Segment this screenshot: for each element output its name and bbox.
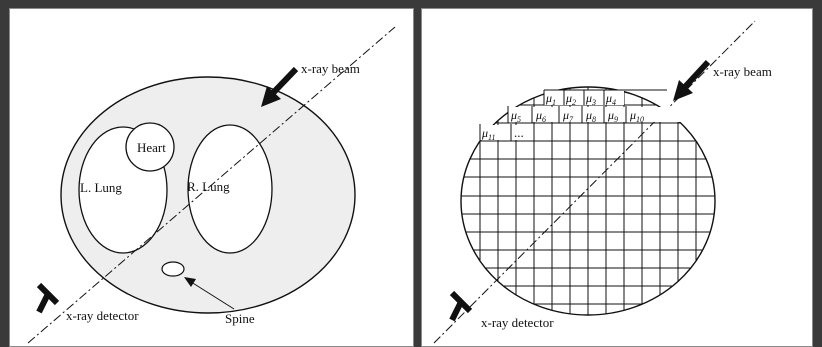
beam-arrow: [261, 66, 299, 107]
beam-path: [433, 20, 756, 344]
detector-label: x-ray detector: [481, 315, 554, 330]
right-lung-label: R. Lung: [187, 179, 230, 194]
cell-labels: μ1 μ2 μ3 μ4 μ5: [479, 89, 686, 142]
beam-path: [27, 26, 396, 344]
beam-label: x-ray beam: [713, 64, 772, 79]
cell-label-mu8: μ8: [585, 108, 596, 124]
cell-label-mu9: μ9: [607, 108, 618, 124]
svg-text:μ4: μ4: [605, 91, 616, 107]
cell-label-mu10: μ10: [629, 108, 644, 124]
svg-text:μ11: μ11: [481, 126, 495, 142]
cell-label-mu7: μ7: [562, 108, 574, 124]
cell-label-mu6: μ6: [535, 108, 546, 124]
cell-label-mu4: μ4: [605, 91, 616, 107]
svg-text:μ6: μ6: [535, 108, 546, 124]
svg-text:μ1: μ1: [545, 91, 556, 107]
spine-pointer-arrow: [184, 277, 235, 310]
spine: [161, 261, 185, 277]
heart-label: Heart: [137, 140, 166, 155]
anatomy-panel: x-ray beam x-ray detector Heart L. Lung …: [9, 8, 414, 347]
cell-label-mu1: μ1: [545, 91, 556, 107]
cell-label-mu3: μ3: [585, 91, 596, 107]
detector-icon: [36, 282, 60, 314]
voxel-grid: [461, 87, 715, 315]
cell-ellipsis: ...: [514, 125, 524, 140]
detector-icon: [449, 290, 473, 322]
left-lung-label: L. Lung: [80, 180, 122, 195]
svg-text:μ3: μ3: [585, 91, 596, 107]
svg-text:μ8: μ8: [585, 108, 596, 124]
beam-arrow: [673, 59, 711, 101]
grid-panel: x-ray beam x-ray detector μ1 μ2 μ3: [421, 8, 813, 347]
right-lung: [187, 124, 273, 254]
svg-text:μ7: μ7: [562, 108, 574, 124]
cell-label-mu2: μ2: [565, 91, 576, 107]
spine-label: Spine: [225, 311, 255, 326]
cell-label-mu11: μ11: [481, 126, 495, 142]
svg-text:μ5: μ5: [510, 108, 521, 124]
beam-label: x-ray beam: [301, 61, 360, 76]
svg-text:μ10: μ10: [629, 108, 644, 124]
attenuation-grid-diagram: x-ray beam x-ray detector μ1 μ2 μ3: [433, 20, 772, 344]
svg-text:μ9: μ9: [607, 108, 618, 124]
detector-label: x-ray detector: [66, 308, 139, 323]
heart: [125, 122, 175, 172]
body-outline: [460, 86, 716, 316]
svg-text:μ2: μ2: [565, 91, 576, 107]
cell-label-mu5: μ5: [510, 108, 521, 124]
anatomy-diagram: x-ray beam x-ray detector Heart L. Lung …: [27, 26, 396, 344]
